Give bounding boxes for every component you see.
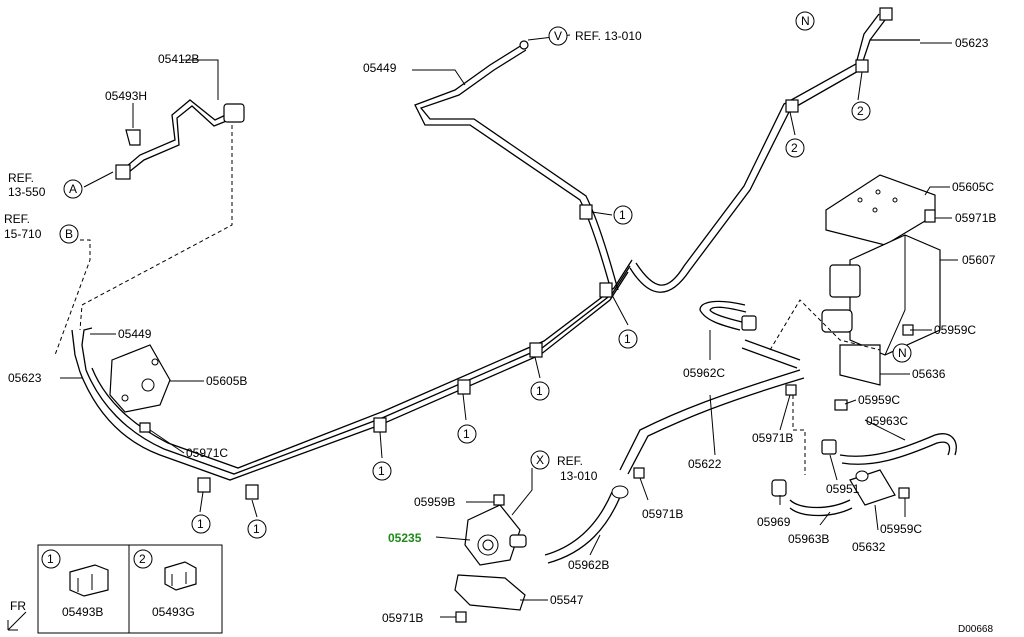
legend-label-05493B: 05493B	[62, 605, 103, 619]
svg-text:2: 2	[791, 141, 798, 155]
callout-1-d: 1	[457, 424, 477, 444]
label-05235: 05235	[388, 531, 422, 545]
svg-text:N: N	[898, 346, 907, 360]
callout-x: X	[530, 450, 550, 470]
label-05971B-a: 05971B	[955, 211, 996, 225]
callout-n-mid: N	[892, 343, 912, 363]
bracket-05605B	[109, 344, 171, 433]
diagram-code: D00668	[958, 624, 993, 635]
svg-text:1: 1	[253, 522, 260, 536]
label-05969: 05969	[757, 515, 791, 529]
callout-n-top: N	[795, 11, 815, 31]
label-05623-left: 05623	[8, 371, 42, 385]
callout-1-e: 1	[372, 461, 392, 481]
ref-v-text: REF. 13-010	[575, 29, 642, 43]
svg-text:A: A	[69, 182, 77, 196]
svg-text:1: 1	[463, 427, 470, 441]
ref-b-text-1: REF.	[4, 212, 30, 226]
label-05963C: 05963C	[866, 414, 908, 428]
ref-b-text-2: 15-710	[4, 227, 42, 241]
label-05971C: 05971C	[186, 446, 228, 460]
label-05607: 05607	[962, 253, 996, 267]
label-05449-top: 05449	[363, 61, 397, 75]
hose-assembly-05412B	[115, 99, 245, 180]
callout-1-c: 1	[530, 381, 550, 401]
reference-labels: REF. 13-010 REF. 13-010 REF. 13-550 REF.…	[4, 29, 642, 483]
canister-assembly	[821, 174, 941, 411]
label-05959B: 05959B	[414, 495, 455, 509]
label-05971B-d: 05971B	[382, 611, 423, 625]
legend-1-callout: 1	[41, 549, 61, 569]
leader-lines	[54, 34, 958, 618]
ref-a-text-1: REF.	[8, 171, 34, 185]
svg-text:V: V	[554, 29, 562, 43]
svg-text:1: 1	[378, 464, 385, 478]
label-05547: 05547	[550, 593, 584, 607]
front-marker: FR	[7, 599, 27, 631]
label-05959C-a: 05959C	[934, 323, 976, 337]
label-05951: 05951	[826, 482, 860, 496]
ref-x-text-1: REF.	[557, 454, 583, 468]
svg-text:2: 2	[139, 552, 146, 566]
pipe-clips	[197, 7, 893, 500]
callout-v: V	[548, 26, 568, 46]
part-labels: 05412B 05493H 05449 05449 05623 05605B 0…	[8, 36, 996, 625]
front-arrow-icon	[7, 611, 27, 631]
valve-assembly	[454, 485, 629, 623]
label-05971B-c: 05971B	[642, 507, 683, 521]
label-05449-left: 05449	[118, 327, 152, 341]
label-05412B: 05412B	[158, 52, 199, 66]
ref-x-text-2: 13-010	[560, 469, 598, 483]
label-05636: 05636	[912, 367, 946, 381]
callout-circles: A B V X N N 1 1 1 1 1 1 1 2 2	[59, 11, 912, 539]
svg-text:1: 1	[536, 384, 543, 398]
callout-1-f: 1	[191, 514, 211, 534]
callout-1-g: 1	[247, 519, 267, 539]
label-05962B: 05962B	[568, 558, 609, 572]
svg-text:1: 1	[47, 552, 54, 566]
legend-2-callout: 2	[133, 549, 153, 569]
callout-2-a: 2	[851, 101, 871, 121]
label-05623-right: 05623	[955, 36, 989, 50]
callout-1-a: 1	[613, 205, 633, 225]
clip-legend: 1 2 05493B 05493G	[37, 544, 223, 634]
hoses-right	[619, 300, 957, 517]
label-05971B-b: 05971B	[752, 431, 793, 445]
label-05493H: 05493H	[105, 89, 147, 103]
callout-b: B	[59, 224, 79, 244]
svg-text:X: X	[536, 453, 544, 467]
svg-text:B: B	[65, 227, 73, 241]
front-label: FR	[10, 599, 26, 613]
svg-text:1: 1	[624, 332, 631, 346]
callout-2-b: 2	[785, 138, 805, 158]
label-05959C-c: 05959C	[880, 522, 922, 536]
svg-text:2: 2	[857, 104, 864, 118]
label-05605B: 05605B	[206, 374, 247, 388]
label-05622: 05622	[688, 457, 722, 471]
label-05959C-b: 05959C	[858, 393, 900, 407]
svg-text:1: 1	[619, 208, 626, 222]
legend-label-05493G: 05493G	[152, 605, 195, 619]
callout-1-b: 1	[618, 329, 638, 349]
svg-text:1: 1	[197, 517, 204, 531]
clip-05493B-icon	[69, 564, 109, 597]
label-05962C: 05962C	[683, 366, 725, 380]
svg-text:N: N	[801, 14, 810, 28]
label-05605C: 05605C	[952, 180, 994, 194]
label-05632: 05632	[852, 540, 886, 554]
label-05963B: 05963B	[788, 532, 829, 546]
callout-a: A	[63, 179, 83, 199]
clip-05493G-icon	[164, 561, 197, 591]
ref-a-text-2: 13-550	[8, 185, 46, 199]
